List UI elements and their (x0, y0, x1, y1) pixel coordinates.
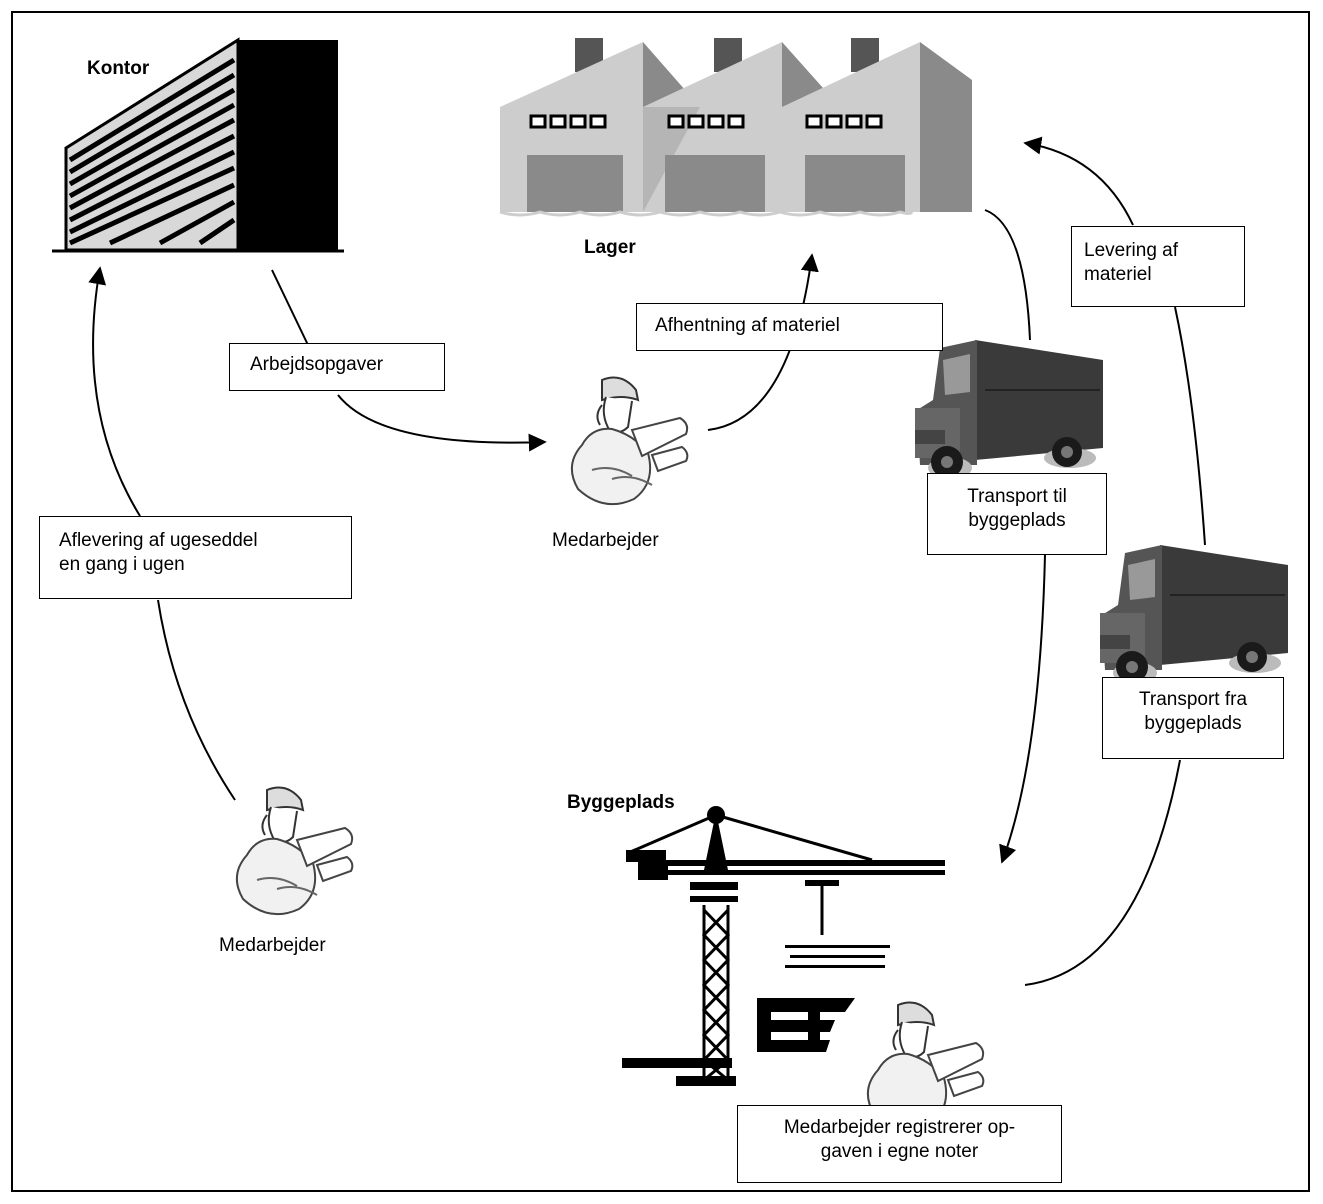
transport-to-box: Transport til byggeplads (927, 473, 1107, 555)
tasks-box: Arbejdsopgaver (229, 343, 445, 391)
delivery-text: Levering af materiel (1084, 240, 1179, 285)
transport-to-text: Transport til byggeplads (967, 486, 1067, 531)
pickup-text: Afhentning af materiel (655, 315, 840, 336)
transport-from-box: Transport fra byggeplads (1102, 677, 1284, 759)
diagram-frame (11, 11, 1310, 1192)
flow-office-to-tasks (271, 269, 309, 346)
timesheet-box: Aflevering af ugeseddel en gang i ugen (39, 516, 352, 599)
timesheet-text: Aflevering af ugeseddel en gang i ugen (59, 530, 258, 575)
flow-worker-to-warehouse-arrow (707, 253, 819, 431)
office-building-icon (52, 37, 344, 253)
worker-caption-middle: Medarbejder (552, 530, 659, 551)
warehouse-label: Lager (584, 237, 636, 258)
delivery-box: Levering af materiel (1071, 226, 1245, 307)
site-label: Byggeplads (567, 792, 675, 813)
transport-from-text: Transport fra byggeplads (1138, 689, 1248, 734)
office-label: Kontor (87, 58, 150, 79)
flow-timesheet-to-office-arrow (88, 266, 141, 517)
flow-worker-to-timesheet (157, 599, 236, 801)
flow-truck-to-delivery (1174, 306, 1206, 546)
truck-icon (1100, 545, 1288, 684)
crane-icon (622, 806, 945, 1086)
flow-site-to-transport (1024, 759, 1181, 986)
register-text: Medarbejder registrerer op- gaven i egne… (783, 1117, 1016, 1162)
pickup-box: Afhentning af materiel (636, 303, 943, 351)
worker-caption-left: Medarbejder (219, 935, 326, 956)
warehouse-icon (499, 38, 972, 217)
worker-icon (571, 376, 689, 506)
flow-tasks-to-worker-arrow (337, 394, 547, 452)
tasks-text: Arbejdsopgaver (250, 354, 384, 375)
flow-warehouse-to-truck (984, 209, 1031, 341)
register-box: Medarbejder registrerer op- gaven i egne… (737, 1105, 1062, 1183)
truck-icon (915, 340, 1103, 479)
flow-transport-to-site-arrow (999, 554, 1046, 864)
worker-icon (236, 786, 354, 916)
flow-delivery-to-warehouse-arrow (1023, 136, 1134, 226)
